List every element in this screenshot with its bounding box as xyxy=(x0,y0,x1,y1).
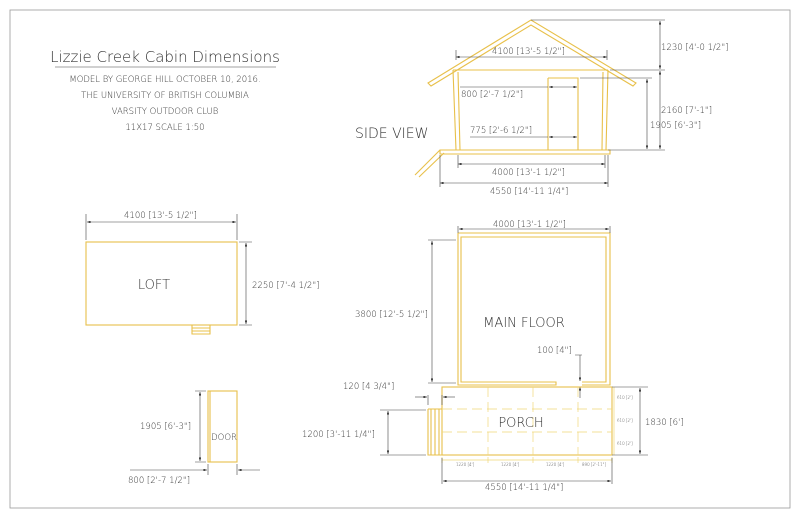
subtitle-line: VARSITY OUTDOOR CLUB xyxy=(112,107,219,117)
subtitle-line: MODEL BY GEORGE HILL OCTOBER 10, 2016. xyxy=(69,75,260,85)
subtitle-block: MODEL BY GEORGE HILL OCTOBER 10, 2016. T… xyxy=(69,75,260,133)
loft-width: 4100 [13'-5 1/2"] xyxy=(124,211,197,221)
door-height: 1905 [6'-3"] xyxy=(140,422,191,432)
porch-depth: 1830 [6'] xyxy=(645,418,684,428)
dim-door-height: 1905 [6'-3"] xyxy=(650,121,701,131)
porch-step-dim: 120 [4 3/4"] xyxy=(343,382,394,392)
dim-floor-width: 4000 [13'-1 1/2"] xyxy=(492,168,565,178)
side-view: SIDE VIEW 4100 [13'-5 1/2"] 1230 [4'-0 1… xyxy=(355,19,728,197)
dim-roof-height: 1230 [4'-0 1/2"] xyxy=(661,43,728,53)
porch-grid-row: 610 [2'] xyxy=(617,395,633,400)
subtitle-line: THE UNIVERSITY OF BRITISH COLUMBIA xyxy=(81,91,249,101)
dim-wall-height: 2160 [7'-1"] xyxy=(661,106,712,116)
loft-plan: LOFT 4100 [13'-5 1/2"] 2250 [7'-4 1/2"] xyxy=(85,211,319,335)
porch-grid-row: 610 [2'] xyxy=(617,441,633,446)
door-label: DOOR xyxy=(211,433,237,443)
side-view-label: SIDE VIEW xyxy=(355,126,429,142)
porch-grid-col: 1220 [4'] xyxy=(456,462,475,467)
main-floor-label: MAIN FLOOR xyxy=(483,316,565,331)
drawing-title: Lizzie Creek Cabin Dimensions xyxy=(50,48,280,66)
porch-plan: PORCH 610 [2'] 610 [2'] 610 [2'] 1220 [4… xyxy=(302,382,684,493)
main-floor-depth: 3800 [12'-5 1/2"] xyxy=(355,310,428,320)
porch-width: 4550 [14'-11 1/4"] xyxy=(485,483,563,493)
door-elevation: DOOR 1905 [6'-3"] 800 [2'-7 1/2"] xyxy=(128,390,260,486)
porch-grid-col: 1220 [4'] xyxy=(546,462,565,467)
dim-door-top-width: 800 [2'-7 1/2"] xyxy=(461,90,523,100)
loft-depth: 2250 [7'-4 1/2"] xyxy=(252,281,319,291)
main-floor-plan: MAIN FLOOR 4000 [13'-1 1/2"] 3800 [12'-5… xyxy=(355,220,611,398)
dim-roof-width: 4100 [13'-5 1/2"] xyxy=(492,47,565,57)
loft-label: LOFT xyxy=(138,278,170,293)
sheet-border xyxy=(9,9,791,509)
porch-grid-col: 890 [2'-11"] xyxy=(582,462,606,467)
subtitle-line: 11X17 SCALE 1:50 xyxy=(125,123,204,133)
main-floor-offset: 100 [4"] xyxy=(537,346,572,356)
dim-total-width: 4550 [14'-11 1/4"] xyxy=(490,187,568,197)
porch-side-depth: 1200 [3'-11 1/4"] xyxy=(302,430,375,440)
door-width: 800 [2'-7 1/2"] xyxy=(128,476,190,486)
dim-door-bottom-width: 775 [2'-6 1/2"] xyxy=(470,126,532,136)
porch-grid-col: 1220 [4'] xyxy=(501,462,520,467)
main-floor-width: 4000 [13'-1 1/2"] xyxy=(493,220,566,230)
porch-grid-row: 610 [2'] xyxy=(617,418,633,423)
porch-label: PORCH xyxy=(498,416,543,431)
